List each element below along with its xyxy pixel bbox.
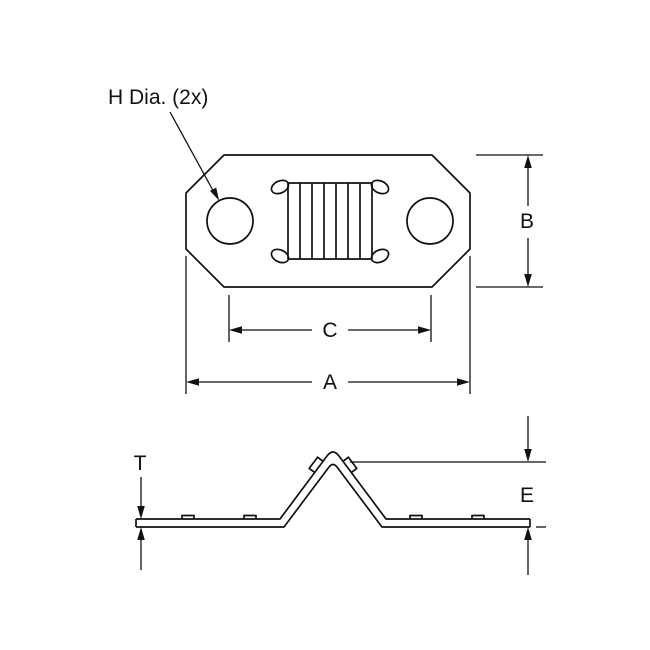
dimension-e: E xyxy=(350,416,546,575)
dimension-t: T xyxy=(134,452,147,570)
dimension-b: B xyxy=(476,154,543,288)
slot-bottom-right xyxy=(370,248,390,264)
foot-slot-wall-left-1 xyxy=(181,514,195,519)
peak-tab-left xyxy=(308,456,324,474)
arrowhead-c-right xyxy=(418,326,431,334)
arrowhead-c-left xyxy=(229,326,242,334)
arrowhead-t-top xyxy=(137,506,145,519)
dim-label-c: C xyxy=(322,319,337,342)
leader-line xyxy=(169,111,217,197)
arrowhead-t-bottom xyxy=(137,527,145,540)
slot-top-right xyxy=(370,179,390,195)
arrowhead-a-right xyxy=(457,378,470,386)
top-view xyxy=(185,154,471,288)
slot-top-left xyxy=(270,179,290,195)
bridge xyxy=(270,179,390,264)
mounting-hole-right xyxy=(406,197,454,245)
slot-bottom-left xyxy=(270,248,290,264)
peak-tab-right xyxy=(342,456,358,474)
side-view xyxy=(135,451,531,528)
foot-slot-wall-right-1 xyxy=(409,514,423,519)
hole-diameter-callout: H Dia. (2x) xyxy=(108,86,208,109)
bridge-outline xyxy=(287,182,373,260)
dim-label-e: E xyxy=(520,484,534,507)
profile-top-surface xyxy=(136,451,530,520)
dimension-a: A xyxy=(185,256,471,394)
arrowhead-a-left xyxy=(186,378,199,386)
leader-arrowhead xyxy=(210,187,220,201)
mounting-hole-left xyxy=(206,197,254,245)
profile-bottom-surface xyxy=(136,463,530,528)
arrowhead-b-top xyxy=(524,155,532,168)
arrowhead-e-bottom xyxy=(524,527,532,540)
arrowhead-e-top xyxy=(524,449,532,462)
bridge-rib-lines xyxy=(299,183,361,259)
dim-label-a: A xyxy=(323,371,337,394)
plate-outline xyxy=(185,154,471,288)
foot-slot-wall-right-2 xyxy=(471,514,485,519)
foot-slot-wall-left-2 xyxy=(243,514,257,519)
arrowhead-b-bottom xyxy=(524,274,532,287)
dim-label-t: T xyxy=(134,452,147,475)
dimension-c: C xyxy=(228,295,432,342)
dim-label-b: B xyxy=(520,210,534,233)
hole-callout: H Dia. (2x) xyxy=(108,86,220,201)
